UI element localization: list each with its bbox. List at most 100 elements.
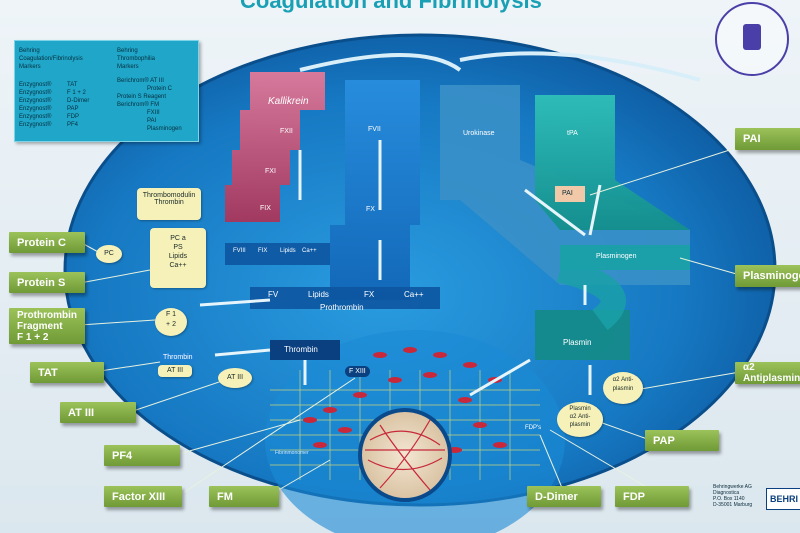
marker-enzygnost-4: Enzygnost® bbox=[19, 106, 52, 112]
kallikrein-label: Kallikrein bbox=[268, 96, 309, 107]
page-title: Coagulation and Fibrinolysis bbox=[240, 0, 542, 13]
pc-box-line-3: Lipids bbox=[168, 253, 188, 260]
pf4-label: PF4 bbox=[104, 445, 180, 466]
at3-label: AT III bbox=[60, 402, 136, 423]
tenase-band bbox=[225, 243, 330, 265]
fm-label: FM bbox=[209, 486, 279, 507]
ddimer-label: D-Dimer bbox=[527, 486, 601, 507]
top-arc bbox=[299, 53, 462, 72]
marker-box: Behring Coagulation/Fibrinolysis Markers… bbox=[14, 40, 199, 142]
plasmin-complex-line-1: Plasmin bbox=[569, 406, 591, 412]
plasmin-complex-node: Plasmin α2 Anti- plasmin bbox=[557, 402, 603, 437]
pap-label: PAP bbox=[645, 430, 719, 451]
connector-lines bbox=[79, 144, 746, 496]
prothrombin-fragment-label: Prothrombin Fragment F 1 + 2 bbox=[9, 308, 85, 344]
urokinase-label: Urokinase bbox=[463, 130, 495, 137]
prothrombinase-fv: FV bbox=[268, 290, 279, 299]
plasminogen-mid-label: Plasminogen bbox=[596, 253, 637, 260]
marker-test-3: D-Dimer bbox=[67, 98, 90, 104]
marker-test-5: FDP bbox=[67, 114, 79, 120]
marker-right-heading-2: Thrombophilia bbox=[117, 56, 156, 62]
fibrinmonomer-label: Fibrinmonomer bbox=[275, 450, 309, 456]
fdp-mid-label: FDP's bbox=[525, 425, 542, 431]
prothrombinase-ca: Ca++ bbox=[404, 290, 424, 299]
marker-test-4: PAP bbox=[67, 106, 79, 112]
pc-node: PC bbox=[96, 245, 122, 263]
tenase-ca: Ca++ bbox=[302, 248, 317, 254]
prothrombin-fragment-line-1: Prothrombin bbox=[17, 309, 77, 321]
marker-right-5: FXIII bbox=[147, 110, 160, 116]
marker-enzygnost-5: Enzygnost® bbox=[19, 114, 52, 120]
a2-node-line-1: α2 Anti- bbox=[612, 377, 634, 383]
protein-c-label: Protein C bbox=[9, 232, 85, 253]
marker-right-4: Berichrom® FM bbox=[117, 102, 160, 108]
fxiii-label: F XIII bbox=[345, 366, 370, 377]
marker-enzygnost-6: Enzygnost® bbox=[19, 122, 52, 128]
fxi-label: FXI bbox=[265, 168, 276, 175]
tenase-lipids: Lipids bbox=[280, 248, 296, 254]
tenase-fix: FIX bbox=[258, 248, 268, 254]
company-address: Behringwerke AG Diagnostica P.O. Box 114… bbox=[713, 484, 752, 508]
company-line-1: Behringwerke AG bbox=[713, 484, 752, 490]
marker-right-heading-3: Markers bbox=[117, 64, 139, 70]
fix-label: FIX bbox=[260, 205, 271, 212]
marker-left-heading-3: Markers bbox=[19, 64, 41, 70]
at3-node: AT III bbox=[218, 368, 252, 388]
behring-logo: BEHRI bbox=[766, 488, 800, 510]
protein-s-label: Protein S bbox=[9, 272, 85, 293]
hospital-stamp bbox=[715, 2, 789, 76]
tpa-label: tPA bbox=[567, 130, 578, 137]
thrombin-small-label: Thrombin bbox=[160, 353, 196, 362]
plasmin-complex-line-3: plasmin bbox=[569, 422, 591, 428]
plasmin-complex-line-2: α2 Anti- bbox=[569, 414, 591, 420]
prothrombinase-fx: FX bbox=[364, 290, 375, 299]
thrombomodulin-line-2: Thrombin bbox=[154, 199, 184, 206]
thrombomodulin-line-1: Thrombomodulin bbox=[142, 192, 196, 199]
marker-enzygnost-2: Enzygnost® bbox=[19, 90, 52, 96]
red-staircase bbox=[225, 72, 325, 222]
pc-box-line-4: Ca++ bbox=[169, 262, 187, 269]
pai-mid-label: PAI bbox=[562, 190, 573, 197]
prothrombin-label: Prothrombin bbox=[320, 303, 364, 312]
fxii-label: FXII bbox=[280, 128, 293, 135]
thrombin-label: Thrombin bbox=[284, 345, 318, 354]
f12-line-1: F 1 bbox=[165, 311, 177, 318]
marker-enzygnost-3: Enzygnost® bbox=[19, 98, 52, 104]
marker-test-6: PF4 bbox=[67, 122, 79, 128]
pc-box-line-1: PC a bbox=[170, 235, 186, 242]
marker-left-heading-2: Coagulation/Fibrinolysis bbox=[19, 56, 83, 62]
company-line-2: Diagnostica bbox=[713, 490, 740, 496]
marker-test-1: TAT bbox=[67, 82, 78, 88]
stamp-logo-icon bbox=[743, 24, 761, 50]
f12-line-2: + 2 bbox=[166, 321, 176, 328]
a2-node-line-2: plasmin bbox=[612, 386, 634, 392]
prothrombinase-lipids: Lipids bbox=[308, 290, 329, 299]
pai-mid-box bbox=[555, 186, 585, 202]
fvii-label: FVII bbox=[368, 126, 381, 133]
company-line-4: D-35001 Marburg bbox=[713, 502, 753, 508]
pai-label: PAI bbox=[735, 128, 800, 150]
marker-right-2: Protein C bbox=[147, 86, 173, 92]
prothrombin-fragment-line-3: F 1 + 2 bbox=[17, 331, 49, 343]
thrombomodulin-box: Thrombomodulin Thrombin bbox=[137, 188, 201, 220]
prothrombin-fragment-line-2: Fragment bbox=[17, 320, 63, 332]
company-line-3: P.O. Box 1140 bbox=[713, 496, 745, 502]
thrombin-box bbox=[270, 340, 340, 360]
marker-left-heading-1: Behring bbox=[19, 48, 40, 54]
top-arc-2 bbox=[459, 51, 701, 82]
marker-test-2: F 1 + 2 bbox=[67, 90, 86, 96]
a2-antiplasmin-label: α2 Antiplasmin bbox=[735, 362, 800, 384]
marker-right-6: PAI bbox=[147, 118, 157, 124]
clot-fibers bbox=[365, 419, 445, 491]
pc-ps-box: PC a PS Lipids Ca++ bbox=[150, 228, 206, 288]
plasmin-curve bbox=[556, 257, 626, 330]
fx-label: FX bbox=[366, 206, 375, 213]
marker-right-7: Plasminogen bbox=[147, 126, 182, 132]
marker-right-1: Berichrom® AT III bbox=[117, 78, 164, 84]
fdp-label: FDP bbox=[615, 486, 689, 507]
fvii-column bbox=[330, 80, 420, 300]
plasmin-mid-label: Plasmin bbox=[563, 338, 592, 347]
at3-small-box: AT III bbox=[158, 365, 192, 377]
